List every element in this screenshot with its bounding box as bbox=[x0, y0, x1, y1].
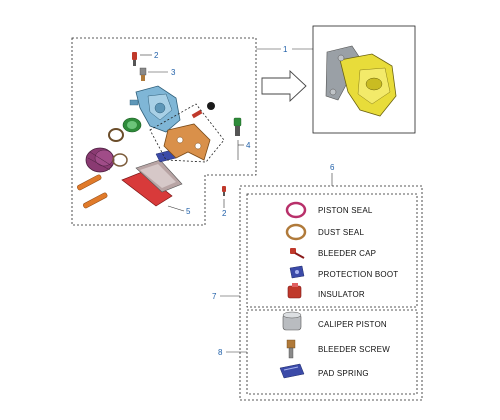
bleeder-cap-label: BLEEDER CAP bbox=[318, 249, 376, 258]
slide-pins bbox=[77, 174, 108, 209]
callout-7: 7 bbox=[212, 292, 217, 301]
assembled-caliper-image bbox=[325, 45, 397, 117]
group-7-frame bbox=[246, 193, 418, 308]
caliper-piston-green bbox=[122, 117, 142, 133]
piston-seal-label: PISTON SEAL bbox=[318, 206, 373, 215]
bleeder-screw-icon bbox=[286, 339, 296, 359]
exploded-view-frame bbox=[71, 37, 257, 226]
protection-boot-item: PROTECTION BOOT bbox=[289, 265, 398, 279]
caliper-body bbox=[129, 85, 181, 133]
bleeder-assembly-small bbox=[233, 117, 242, 136]
bleeder-cap-small-2 bbox=[222, 186, 226, 196]
piston-seal-item: PISTON SEAL bbox=[285, 201, 373, 219]
protection-boot-icon bbox=[289, 265, 305, 279]
bleeder-cap-icon bbox=[290, 248, 305, 259]
group-8-list: CALIPER PISTON BLEEDER SCREW PAD SPRING bbox=[279, 311, 390, 379]
caliper-piston-label: CALIPER PISTON bbox=[318, 320, 387, 329]
bracket-group-frame bbox=[149, 103, 225, 163]
piston-seal-icon bbox=[285, 201, 307, 219]
dust-seal-icon bbox=[285, 223, 307, 241]
insulator-label: INSULATOR bbox=[318, 290, 365, 299]
callout-4: 4 bbox=[246, 141, 251, 150]
insulator-icon bbox=[287, 283, 302, 299]
callout-2-top: 2 bbox=[154, 51, 159, 60]
pad-spring-icon bbox=[279, 363, 305, 379]
brake-pads bbox=[121, 159, 183, 207]
callout-3: 3 bbox=[171, 68, 176, 77]
caliper-bracket bbox=[163, 123, 211, 161]
pad-spring-item: PAD SPRING bbox=[279, 363, 369, 379]
bleeder-screw-item: BLEEDER SCREW bbox=[286, 339, 390, 359]
dust-seal-small bbox=[112, 153, 128, 167]
callout-1: 1 bbox=[283, 45, 288, 54]
callout-6: 6 bbox=[330, 163, 335, 172]
dust-seal-label: DUST SEAL bbox=[318, 228, 364, 237]
piston-seal-small bbox=[108, 128, 124, 142]
callout-2-bottom: 2 bbox=[222, 209, 227, 218]
seal-stack bbox=[85, 147, 115, 173]
bleeder-screw-label: BLEEDER SCREW bbox=[318, 345, 390, 354]
bleeder-screw-small bbox=[139, 67, 147, 81]
protection-boot-label: PROTECTION BOOT bbox=[318, 270, 398, 279]
service-kit-outer-frame bbox=[239, 185, 423, 401]
insulator-item: INSULATOR bbox=[287, 283, 365, 299]
assembly-arrow-icon bbox=[261, 69, 307, 103]
group-7-list: PISTON SEAL DUST SEAL BLEEDER CAP PROTEC… bbox=[285, 201, 398, 299]
callout-8: 8 bbox=[218, 348, 223, 357]
protection-boot-small bbox=[191, 102, 215, 119]
bleeder-cap-item: BLEEDER CAP bbox=[290, 248, 376, 259]
assembled-caliper-box bbox=[312, 25, 416, 134]
caliper-piston-icon bbox=[282, 311, 302, 331]
caliper-piston-item: CALIPER PISTON bbox=[282, 311, 387, 331]
dust-seal-item: DUST SEAL bbox=[285, 223, 364, 241]
bleeder-cap-small bbox=[132, 52, 137, 66]
pad-spring-label: PAD SPRING bbox=[318, 369, 369, 378]
callout-5: 5 bbox=[186, 207, 191, 216]
